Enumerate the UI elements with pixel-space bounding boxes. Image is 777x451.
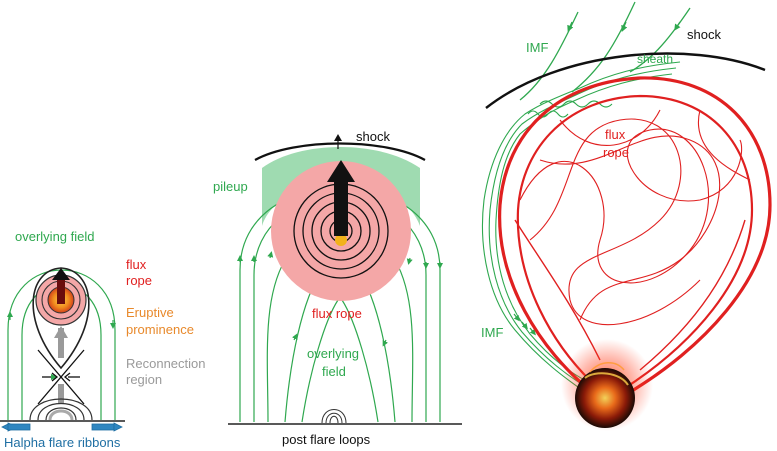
label-middle-flux-rope: flux rope (312, 306, 362, 321)
label-region: region (126, 372, 162, 387)
label-sheath: sheath (637, 52, 673, 66)
left-post-flare-loops (29, 398, 93, 421)
middle-rope-arrow-head (327, 160, 355, 182)
label-left-rope: rope (126, 273, 152, 288)
label-prominence: prominence (126, 322, 194, 337)
label-reconnection: Reconnection (126, 356, 206, 371)
middle-post-flare-loops (321, 409, 347, 424)
left-reconnection-region (54, 326, 68, 404)
label-overlying: overlying (307, 346, 359, 361)
label-right-rope: rope (603, 145, 629, 160)
middle-field-arrows (237, 251, 443, 347)
right-sheath-field-lines (481, 61, 681, 393)
label-field: field (322, 364, 346, 379)
left-rope-arrow-head (52, 268, 70, 280)
panel-middle: shock pileup flux rope overlying field p… (213, 129, 462, 447)
middle-rope-arrow-shaft (334, 178, 348, 236)
right-shock-arc (485, 52, 766, 109)
panel-left: overlying field flux rope Eruptive promi… (0, 229, 206, 450)
label-right-shock: shock (687, 27, 721, 42)
label-right-flux: flux (605, 127, 626, 142)
right-flux-rope (498, 76, 772, 394)
panel-right: IMF shock sheath flux rope IMF (481, 1, 772, 431)
label-halpha-ribbons: Halpha flare ribbons (4, 435, 121, 450)
left-rope-arrow-shaft (57, 276, 65, 304)
left-ribbon-arrows (1, 422, 123, 432)
middle-pileup-band (262, 147, 420, 226)
label-pileup: pileup (213, 179, 248, 194)
label-left-flux: flux (126, 257, 147, 272)
label-middle-shock: shock (356, 129, 390, 144)
label-post-flare-loops: post flare loops (282, 432, 371, 447)
left-x-point (37, 349, 85, 405)
right-sun (561, 339, 653, 431)
middle-flux-rope (271, 160, 411, 301)
label-imf-bottom: IMF (481, 325, 503, 340)
label-eruptive: Eruptive (126, 305, 174, 320)
left-flux-rope (35, 268, 87, 326)
middle-shock-arc (254, 142, 426, 161)
right-imf-lines-top (519, 1, 691, 101)
right-imf-arrows-lower (513, 313, 536, 336)
label-imf-top: IMF (526, 40, 548, 55)
label-overlying-field: overlying field (15, 229, 95, 244)
